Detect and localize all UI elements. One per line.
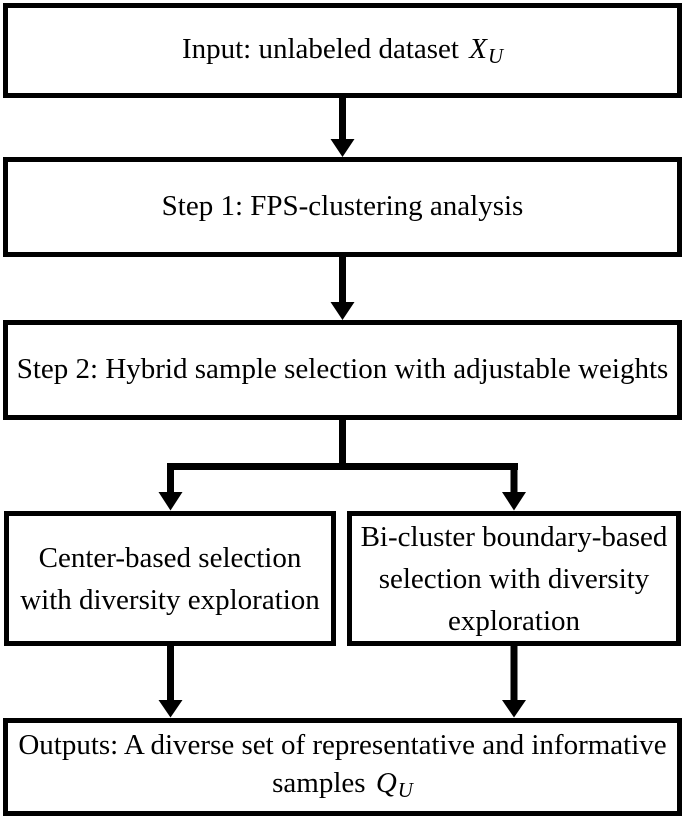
arrow-step1-to-step2 — [330, 257, 355, 320]
step1-label: Step 1: FPS-clustering analysis — [161, 190, 524, 223]
bicluster-label-line2: selection with diversity — [378, 562, 650, 595]
flowchart-box-bicluster-selection: Bi-cluster boundary-based selection with… — [347, 511, 681, 646]
math-subscript-u: U — [487, 44, 504, 69]
input-label: Input: unlabeled dataset XU — [181, 33, 504, 69]
flowchart-box-step1: Step 1: FPS-clustering analysis — [3, 157, 682, 257]
flowchart-box-center-selection: Center-based selection with diversity ex… — [4, 511, 336, 646]
outputs-label-line1: Outputs: A diverse set of representative… — [18, 728, 667, 761]
math-var-x: X — [469, 33, 487, 66]
outputs-label-line2: samples QU — [272, 766, 413, 802]
split-connector — [158, 420, 526, 511]
math-var-q: Q — [375, 766, 397, 799]
bicluster-label-line3: exploration — [447, 604, 581, 637]
flowchart-box-input: Input: unlabeled dataset XU — [3, 3, 682, 98]
flowchart-box-step2: Step 2: Hybrid sample selection with adj… — [3, 320, 682, 420]
arrow-bicluster-to-outputs — [502, 646, 526, 718]
bicluster-label-line1: Bi-cluster boundary-based — [360, 520, 668, 553]
math-subscript-u: U — [397, 777, 413, 802]
flowchart-box-outputs: Outputs: A diverse set of representative… — [3, 718, 682, 816]
center-label-line2: with diversity exploration — [20, 583, 320, 616]
arrow-input-to-step1 — [330, 98, 355, 157]
center-label-line1: Center-based selection — [38, 541, 302, 574]
step2-label: Step 2: Hybrid sample selection with adj… — [16, 353, 669, 386]
arrow-center-to-outputs — [158, 646, 183, 718]
